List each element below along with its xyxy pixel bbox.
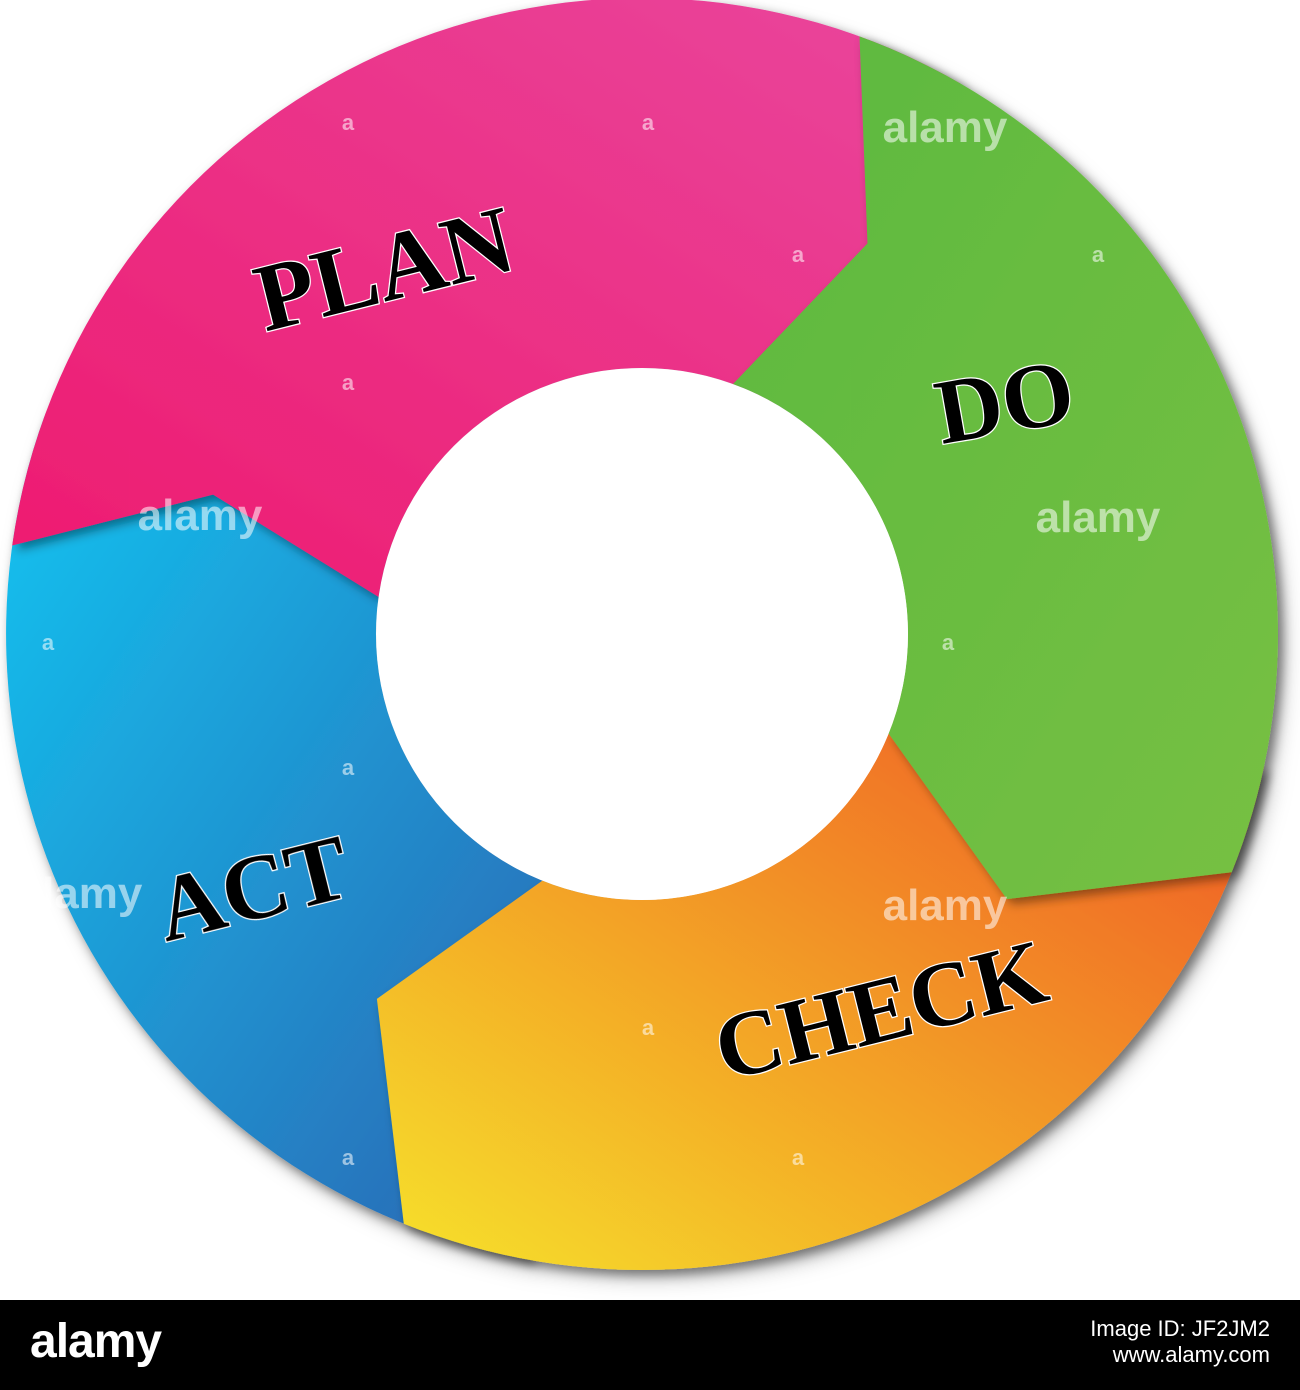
cycle-segments (6, 0, 1278, 1270)
watermark-mark: a (42, 630, 55, 655)
do-label: DO (928, 339, 1082, 463)
plan-arrow-segment (12, 0, 960, 597)
footer-site-url: www.alamy.com (1112, 1342, 1270, 1367)
watermark-logo: alamy (1036, 493, 1161, 542)
watermark-mark: a (342, 370, 355, 395)
watermark-mark: a (642, 1015, 655, 1040)
watermark-mark: a (342, 110, 355, 135)
watermark-mark: a (792, 242, 805, 267)
footer-image-info: Image ID: JF2JM2 www.alamy.com (1090, 1316, 1270, 1368)
watermark-logo: alamy (18, 869, 143, 918)
watermark-mark: a (942, 630, 955, 655)
do-arrow-segment (733, 36, 1278, 900)
footer-image-id: Image ID: JF2JM2 (1090, 1316, 1270, 1341)
watermark-mark: a (342, 755, 355, 780)
watermark-mark: a (642, 110, 655, 135)
watermark-mark: a (792, 1145, 805, 1170)
watermark-mark: a (1092, 242, 1105, 267)
watermark-logo: alamy (883, 881, 1008, 930)
image-footer: alamy Image ID: JF2JM2 www.alamy.com (0, 1300, 1300, 1390)
watermark-logo: alamy (883, 103, 1008, 152)
center-hole (376, 368, 908, 900)
footer-logo: alamy (30, 1315, 162, 1368)
watermark-mark: a (342, 1145, 355, 1170)
watermark-layer: alamy alamy alamy alamy alamy a a a a a a a a a a a (18, 103, 1161, 1170)
watermark-logo: alamy (138, 491, 263, 540)
